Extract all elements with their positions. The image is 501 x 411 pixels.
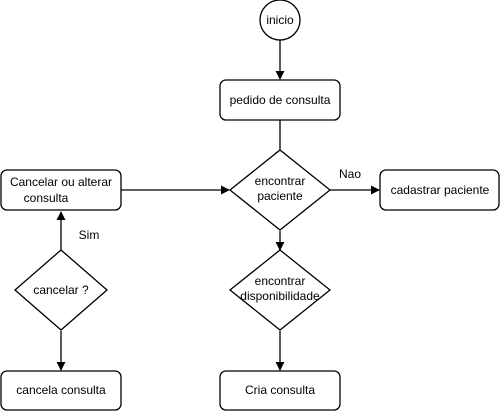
encontrar-paciente-label-line2: paciente bbox=[257, 189, 303, 203]
encontrar-paciente-label-line1: encontrar bbox=[255, 174, 306, 188]
encontrar-paciente-diamond bbox=[228, 149, 332, 231]
cria-box bbox=[219, 370, 341, 411]
encontrar-disponibilidade-diamond bbox=[228, 249, 332, 331]
pedido-label: pedido de consulta bbox=[230, 93, 331, 107]
cria-label: Cria consulta bbox=[245, 383, 315, 397]
cancelar-pergunta-label: cancelar ? bbox=[33, 283, 89, 297]
start-circle bbox=[259, 0, 301, 41]
node-encontrar-paciente: encontrar paciente bbox=[228, 149, 332, 231]
edges bbox=[56, 40, 380, 371]
pedido-box bbox=[219, 79, 341, 121]
cancela-consulta-box bbox=[0, 370, 122, 411]
node-encontrar-disponibilidade: encontrar disponibilidade bbox=[228, 249, 332, 331]
node-cancelar-pergunta: cancelar ? bbox=[14, 249, 108, 331]
cadastrar-label: cadastrar paciente bbox=[391, 183, 490, 197]
node-inicio: inicio bbox=[259, 0, 301, 41]
node-cria-consulta: Cria consulta bbox=[219, 370, 341, 411]
node-pedido-de-consulta: pedido de consulta bbox=[219, 79, 341, 121]
inicio-label: inicio bbox=[266, 13, 294, 27]
edge-label-sim: Sim bbox=[79, 228, 100, 242]
cancelar-alterar-label-line2: consulta bbox=[24, 191, 69, 205]
encontrar-disponibilidade-label-line2: disponibilidade bbox=[240, 289, 320, 303]
cancela-consulta-label: cancela consulta bbox=[16, 383, 106, 397]
node-cancela-consulta: cancela consulta bbox=[0, 370, 122, 411]
cancelar-alterar-box bbox=[0, 169, 122, 211]
node-cancelar-ou-alterar: Cancelar ou alterar consulta bbox=[0, 169, 122, 211]
node-cadastrar-paciente: cadastrar paciente bbox=[379, 169, 500, 211]
edge-label-nao: Nao bbox=[339, 167, 361, 181]
cancelar-alterar-label-line1: Cancelar ou alterar bbox=[10, 175, 112, 189]
cancelar-pergunta-diamond bbox=[14, 249, 108, 331]
encontrar-disponibilidade-label-line1: encontrar bbox=[255, 274, 306, 288]
cadastrar-box bbox=[379, 169, 500, 211]
